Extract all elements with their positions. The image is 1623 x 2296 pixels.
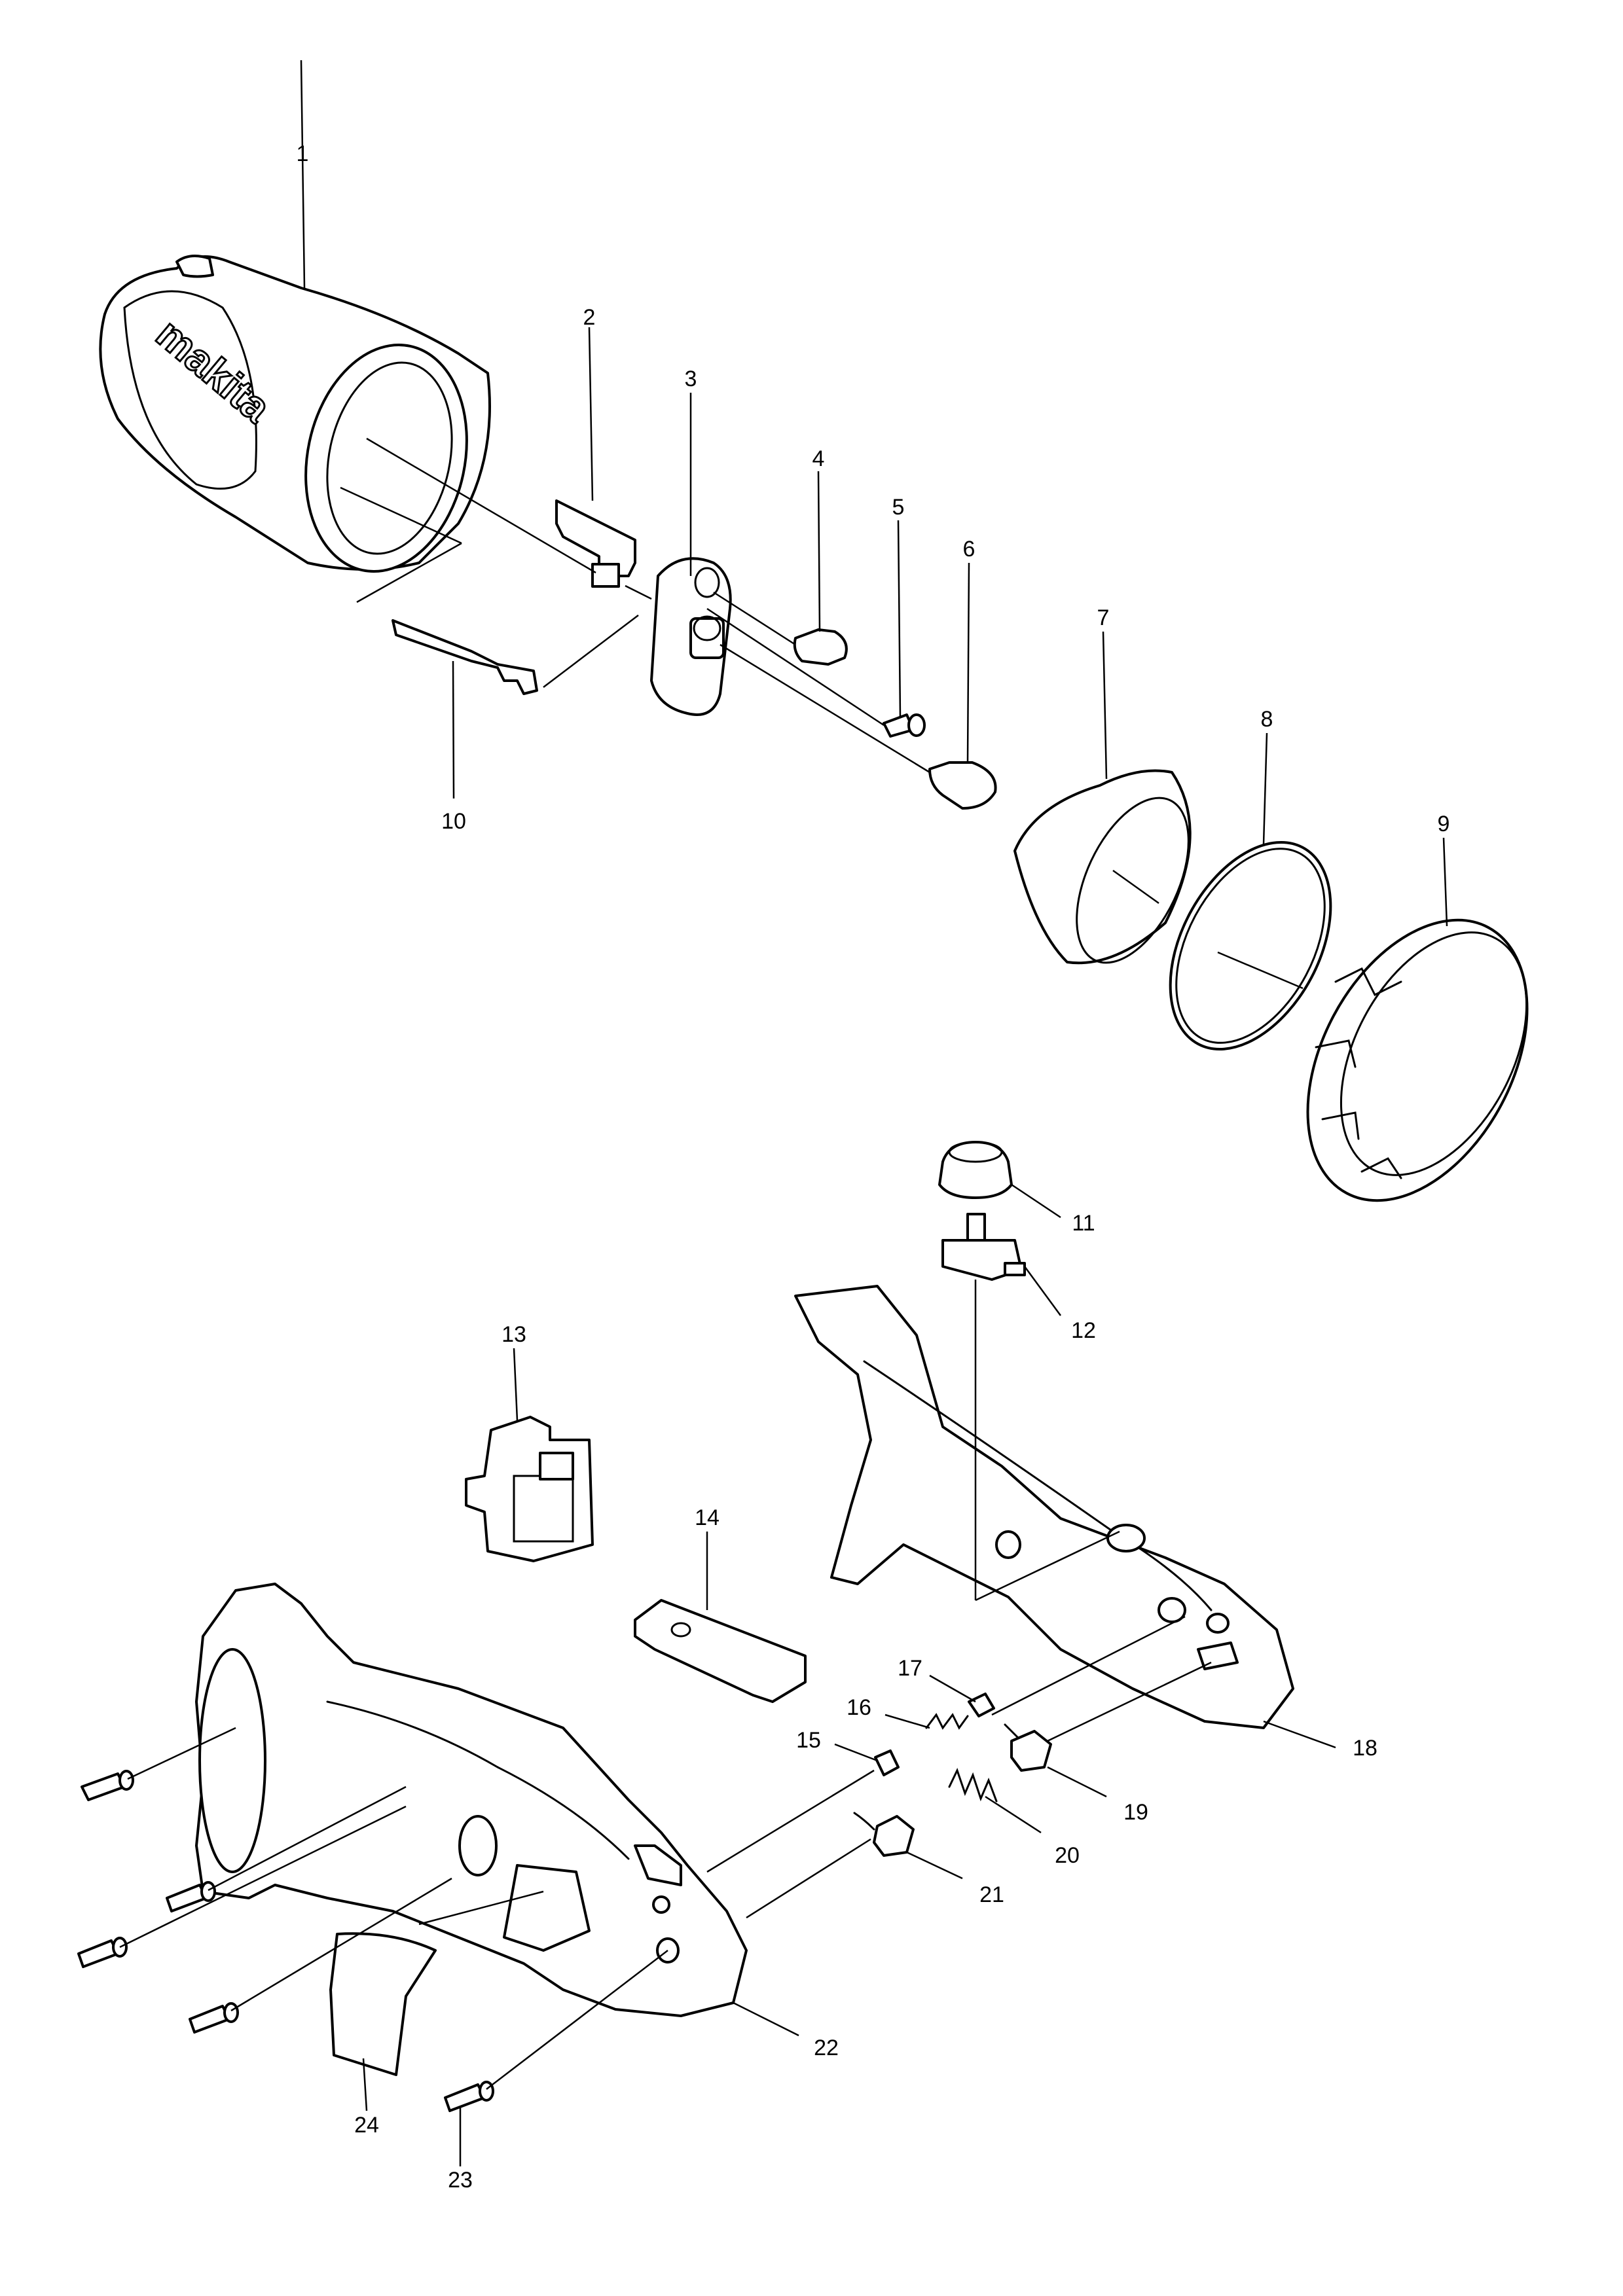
callout-12: 12: [1071, 1318, 1096, 1343]
callout-2: 2: [583, 305, 596, 330]
callout-13: 13: [501, 1322, 526, 1347]
callout-3: 3: [685, 367, 697, 391]
callout-20: 20: [1055, 1843, 1080, 1868]
part-9-bezel-ring: [1306, 918, 1529, 1202]
callout-14: 14: [695, 1505, 720, 1530]
part-17-pin: [968, 1693, 995, 1717]
callout-19: 19: [1123, 1800, 1148, 1825]
assembly-lines: [119, 60, 1448, 2166]
callout-7: 7: [1097, 605, 1110, 630]
part-21-terminal: [853, 1812, 915, 1857]
callout-18: 18: [1353, 1736, 1377, 1761]
part-20-spring: [948, 1768, 998, 1803]
part-24-label: [329, 1932, 437, 2076]
callout-9: 9: [1438, 812, 1450, 836]
callout-23: 23: [448, 2168, 473, 2193]
callout-10: 10: [441, 809, 466, 834]
part-1-head-housing: makita: [99, 255, 491, 573]
part-7-reflector: [1013, 769, 1192, 965]
callout-1: 1: [297, 141, 309, 166]
callout-21: 21: [979, 1882, 1004, 1907]
callout-16: 16: [847, 1695, 871, 1720]
callout-22: 22: [814, 2036, 839, 2060]
part-12-switch: [941, 1213, 1026, 1281]
part-5-screw: [883, 713, 926, 738]
part-22-housing-left: [195, 1583, 748, 2017]
callout-6: 6: [963, 537, 976, 562]
callout-labels: 1 2 3 4 5 6 7 8 9 10 11 12 13 14 15 16 1…: [297, 141, 1450, 2193]
callout-5: 5: [892, 495, 905, 520]
part-18-housing-right: [794, 1285, 1294, 1729]
part-2-terminal-plate: [555, 499, 636, 588]
callout-8: 8: [1261, 707, 1273, 732]
part-4-bulb: [793, 628, 848, 666]
part-15-pin: [874, 1749, 900, 1776]
part-8-lens: [1169, 841, 1332, 1050]
callout-11: 11: [1072, 1211, 1095, 1236]
callout-4: 4: [812, 446, 825, 471]
part-10-terminal-plate: [392, 619, 538, 695]
part-16-spring: [925, 1713, 969, 1730]
part-11-switch-cap: [938, 1141, 1013, 1199]
part-6-bulb: [928, 761, 997, 810]
part-14-plate: [634, 1599, 807, 1703]
callout-24: 24: [354, 2113, 379, 2138]
callout-15: 15: [796, 1728, 821, 1753]
part-19-terminal: [1004, 1723, 1052, 1772]
part-13-battery-terminal: [465, 1416, 594, 1562]
part-3-lamp-holder: [650, 557, 732, 716]
callout-17: 17: [898, 1656, 922, 1681]
